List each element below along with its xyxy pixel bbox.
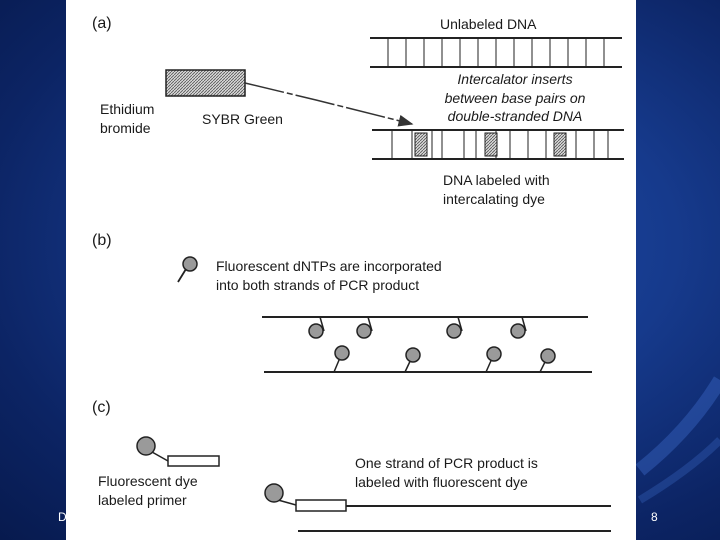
bottom-strand-dntps [333,345,556,373]
labeled-dna-ladder [372,129,624,160]
strand-caption-line1: One strand of PCR product is [355,455,538,471]
figure-drawing [136,37,624,532]
figure-panel: (a) Unlabeled DNA Ethidium bromide SYBR … [66,0,636,540]
sybr-green-label: SYBR Green [202,111,283,127]
ethidium-label-line1: Ethidium [100,101,155,117]
intercalated-dye-2 [484,132,498,157]
dye-molecule-box [165,69,246,97]
panel-a-label: (a) [92,15,112,32]
intercalator-caption-line1: Intercalator inserts [457,71,573,87]
dntp-caption-line1: Fluorescent dNTPs are incorporated [216,258,442,274]
top-strand-dntps [308,316,527,339]
insertion-arrow [244,82,414,127]
labeled-pcr-product [264,483,611,532]
intercalator-caption-line2: between base pairs on [444,90,586,106]
footer-text: D [58,510,67,524]
panel-c-label: (c) [92,399,111,416]
intercalated-dye-1 [414,132,428,157]
labeled-dna-caption-line1: DNA labeled with [443,172,550,188]
ethidium-label-line2: bromide [100,120,151,136]
slide-number: 8 [651,510,658,524]
labeled-primer-icon [136,436,220,467]
panel-b-label: (b) [92,232,112,249]
primer-caption-line1: Fluorescent dye [98,473,198,489]
dntp-caption-line2: into both strands of PCR product [216,277,420,293]
intercalator-caption-line3: double-stranded DNA [447,108,583,124]
primer-caption-line2: labeled primer [98,492,187,508]
fluorescent-dntp-legend-icon [177,256,198,283]
unlabeled-dna-ladder [370,37,622,68]
intercalated-dye-3 [553,132,567,157]
unlabeled-dna-label: Unlabeled DNA [440,16,537,32]
strand-caption-line2: labeled with fluorescent dye [355,474,528,490]
labeled-dna-caption-line2: intercalating dye [443,191,545,207]
